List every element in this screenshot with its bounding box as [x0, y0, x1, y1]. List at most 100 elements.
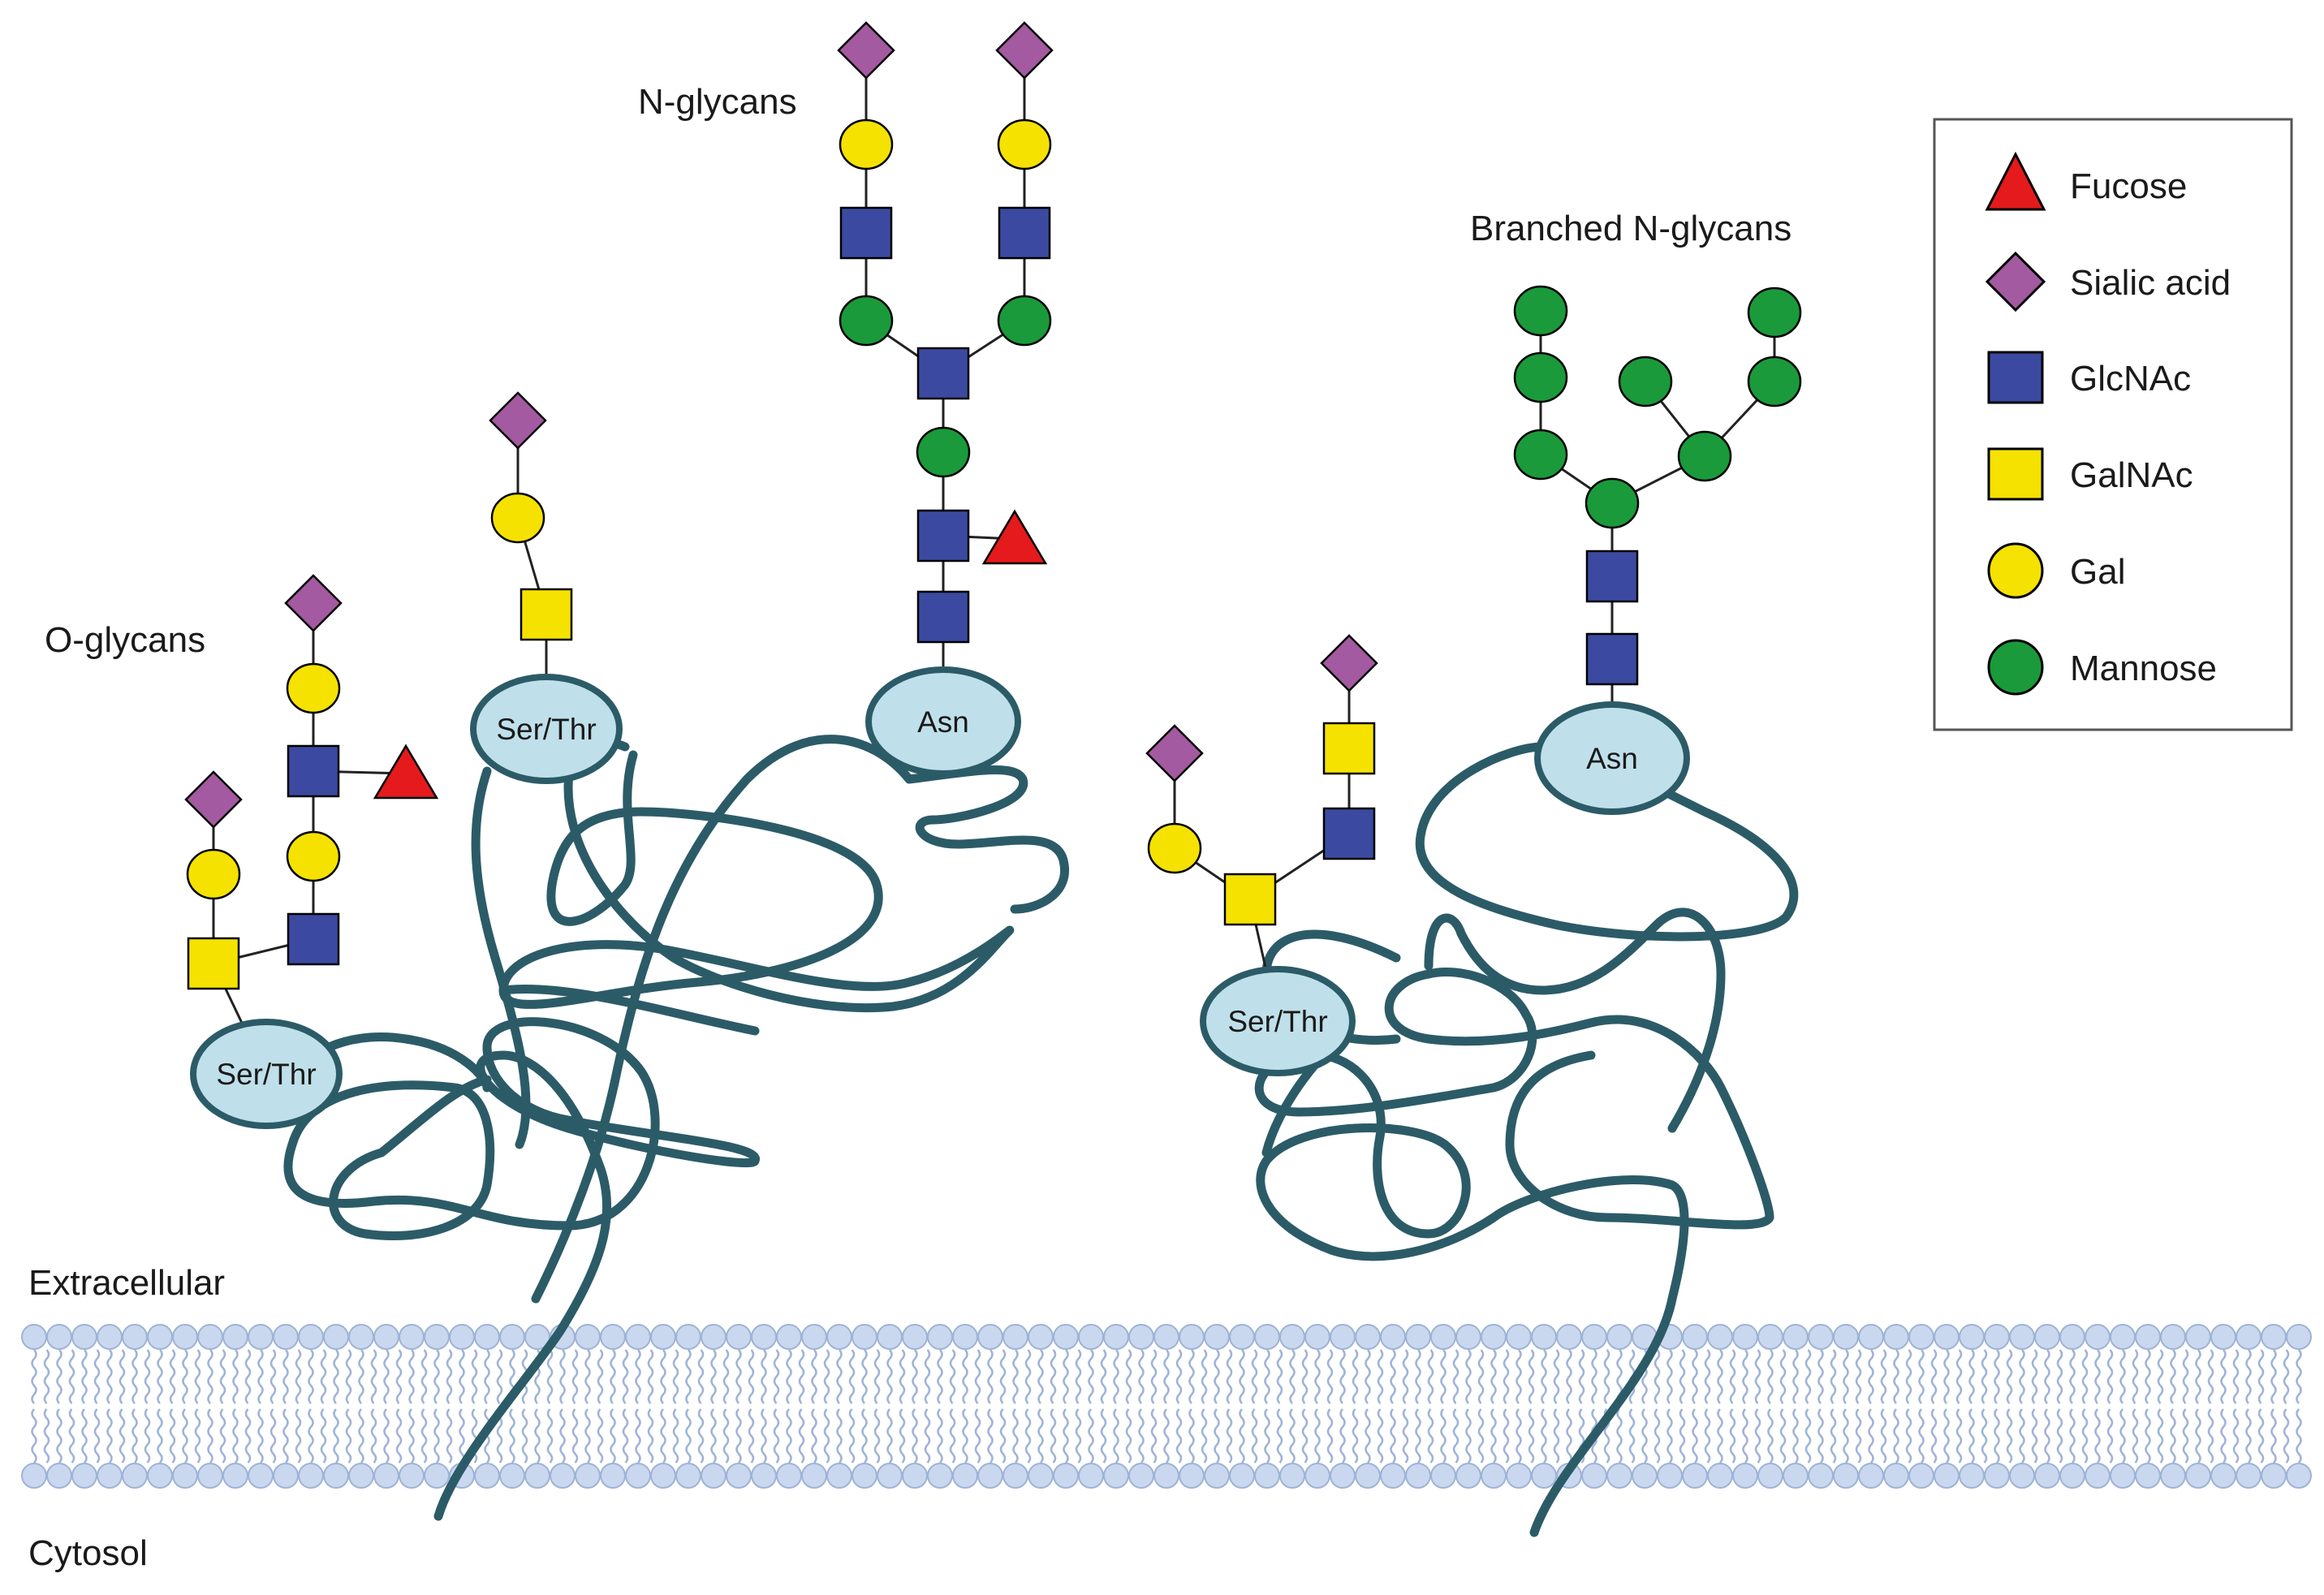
anchor-ser-thr-1: Ser/Thr	[190, 1019, 343, 1129]
square-icon	[1987, 351, 2044, 404]
mannose-residue	[1513, 429, 1568, 481]
galnac-residue	[520, 588, 573, 641]
lipid-head	[852, 1463, 877, 1489]
lipid-head	[2009, 1463, 2035, 1489]
lipid-head	[1883, 1324, 1909, 1350]
sialic-acid-residue	[995, 21, 1054, 80]
legend-label-galnac: GalNAc	[2070, 455, 2193, 495]
lipid-head	[1959, 1324, 1985, 1350]
lipid-head	[1606, 1463, 1632, 1489]
lipid-head	[2261, 1324, 2287, 1350]
lipid-head	[1506, 1463, 1532, 1489]
lipid-head	[927, 1324, 953, 1350]
lipid-head	[1204, 1463, 1230, 1489]
lipid-head	[1858, 1324, 1884, 1350]
lipid-head	[1430, 1463, 1456, 1489]
lipid-head	[650, 1324, 676, 1350]
lipid-head	[952, 1324, 978, 1350]
legend-label-gal: Gal	[2070, 552, 2125, 592]
membrane-lipid-heads	[21, 1324, 2312, 1489]
lipid-head	[2210, 1324, 2236, 1350]
lipid-head	[474, 1463, 500, 1489]
lipid-head	[1556, 1324, 1582, 1350]
lipid-head	[323, 1324, 349, 1350]
lipid-head	[1430, 1324, 1456, 1350]
extracellular-label: Extracellular	[28, 1263, 225, 1303]
glycan-residues	[184, 21, 1802, 990]
fucose-residue	[981, 509, 1048, 565]
galnac-residue	[187, 937, 240, 990]
lipid-head	[1254, 1463, 1280, 1489]
lipid-head	[2059, 1324, 2085, 1350]
lipid-head	[1330, 1324, 1356, 1350]
lipid-head	[1304, 1463, 1330, 1489]
lipid-head	[348, 1463, 374, 1489]
glcnac-residue	[1322, 807, 1376, 860]
anchor-ser-thr-3-label: Ser/Thr	[1227, 1005, 1327, 1038]
lipid-head	[2034, 1324, 2060, 1350]
lipid-head	[1254, 1324, 1280, 1350]
lipid-head	[977, 1463, 1003, 1489]
mannose-residue	[916, 426, 971, 478]
lipid-head	[701, 1324, 727, 1350]
lipid-head	[46, 1324, 72, 1350]
lipid-head	[1002, 1463, 1028, 1489]
lipid-head	[852, 1324, 877, 1350]
lipid-head	[1481, 1463, 1507, 1489]
gal-residue	[839, 119, 894, 170]
lipid-head	[600, 1324, 626, 1350]
lipid-head	[1833, 1324, 1859, 1350]
lipid-head	[1808, 1463, 1834, 1489]
lipid-head	[1380, 1324, 1406, 1350]
lipid-head	[1330, 1463, 1356, 1489]
lipid-head	[1732, 1324, 1758, 1350]
lipid-head	[1858, 1463, 1884, 1489]
lipid-head	[373, 1463, 399, 1489]
lipid-head	[2085, 1324, 2111, 1350]
glcnac-residue	[287, 744, 340, 798]
lipid-head	[1179, 1324, 1205, 1350]
lipid-head	[1531, 1463, 1557, 1489]
sialic-acid-residue	[489, 391, 547, 450]
legend-item-glcnac: GlcNAc	[1987, 351, 2191, 404]
anchor-ser-thr-2: Ser/Thr	[470, 674, 623, 784]
lipid-head	[424, 1324, 450, 1350]
legend-label-fucose: Fucose	[2070, 166, 2187, 206]
glcnac-residue	[839, 206, 893, 260]
lipid-head	[801, 1324, 827, 1350]
lipid-head	[2236, 1463, 2261, 1489]
lipid-head	[1531, 1324, 1557, 1350]
glcnac-residue	[916, 590, 970, 644]
mannose-residue	[839, 295, 894, 347]
lipid-head	[2210, 1463, 2236, 1489]
lipid-head	[625, 1463, 651, 1489]
legend-item-galnac: GalNAc	[1987, 447, 2193, 501]
lipid-head	[1455, 1324, 1481, 1350]
lipid-head	[675, 1463, 701, 1489]
lipid-head	[1657, 1463, 1683, 1489]
glcnac-residue	[998, 206, 1051, 260]
lipid-head	[1481, 1324, 1507, 1350]
lipid-head	[449, 1324, 475, 1350]
lipid-head	[1229, 1463, 1255, 1489]
diamond-icon	[1985, 251, 2046, 313]
sialic-acid-residue	[1320, 634, 1378, 692]
legend-label-sialic-acid: Sialic acid	[2070, 263, 2231, 303]
lipid-head	[2160, 1324, 2186, 1350]
lipid-head	[801, 1463, 827, 1489]
glcnac-residue	[916, 509, 970, 563]
lipid-head	[2185, 1324, 2211, 1350]
lipid-head	[298, 1463, 324, 1489]
lipid-head	[1279, 1463, 1305, 1489]
sialic-acid-residue	[284, 574, 343, 632]
legend-box	[1933, 118, 2293, 731]
lipid-head	[550, 1463, 576, 1489]
lipid-head	[1908, 1463, 1934, 1489]
cell-membrane	[21, 1324, 2312, 1489]
gal-residue	[186, 848, 241, 900]
lipid-head	[726, 1324, 752, 1350]
lipid-head	[1103, 1463, 1129, 1489]
mannose-residue	[1513, 285, 1568, 337]
lipid-head	[1934, 1324, 1960, 1350]
mannose-residue	[1585, 477, 1640, 529]
